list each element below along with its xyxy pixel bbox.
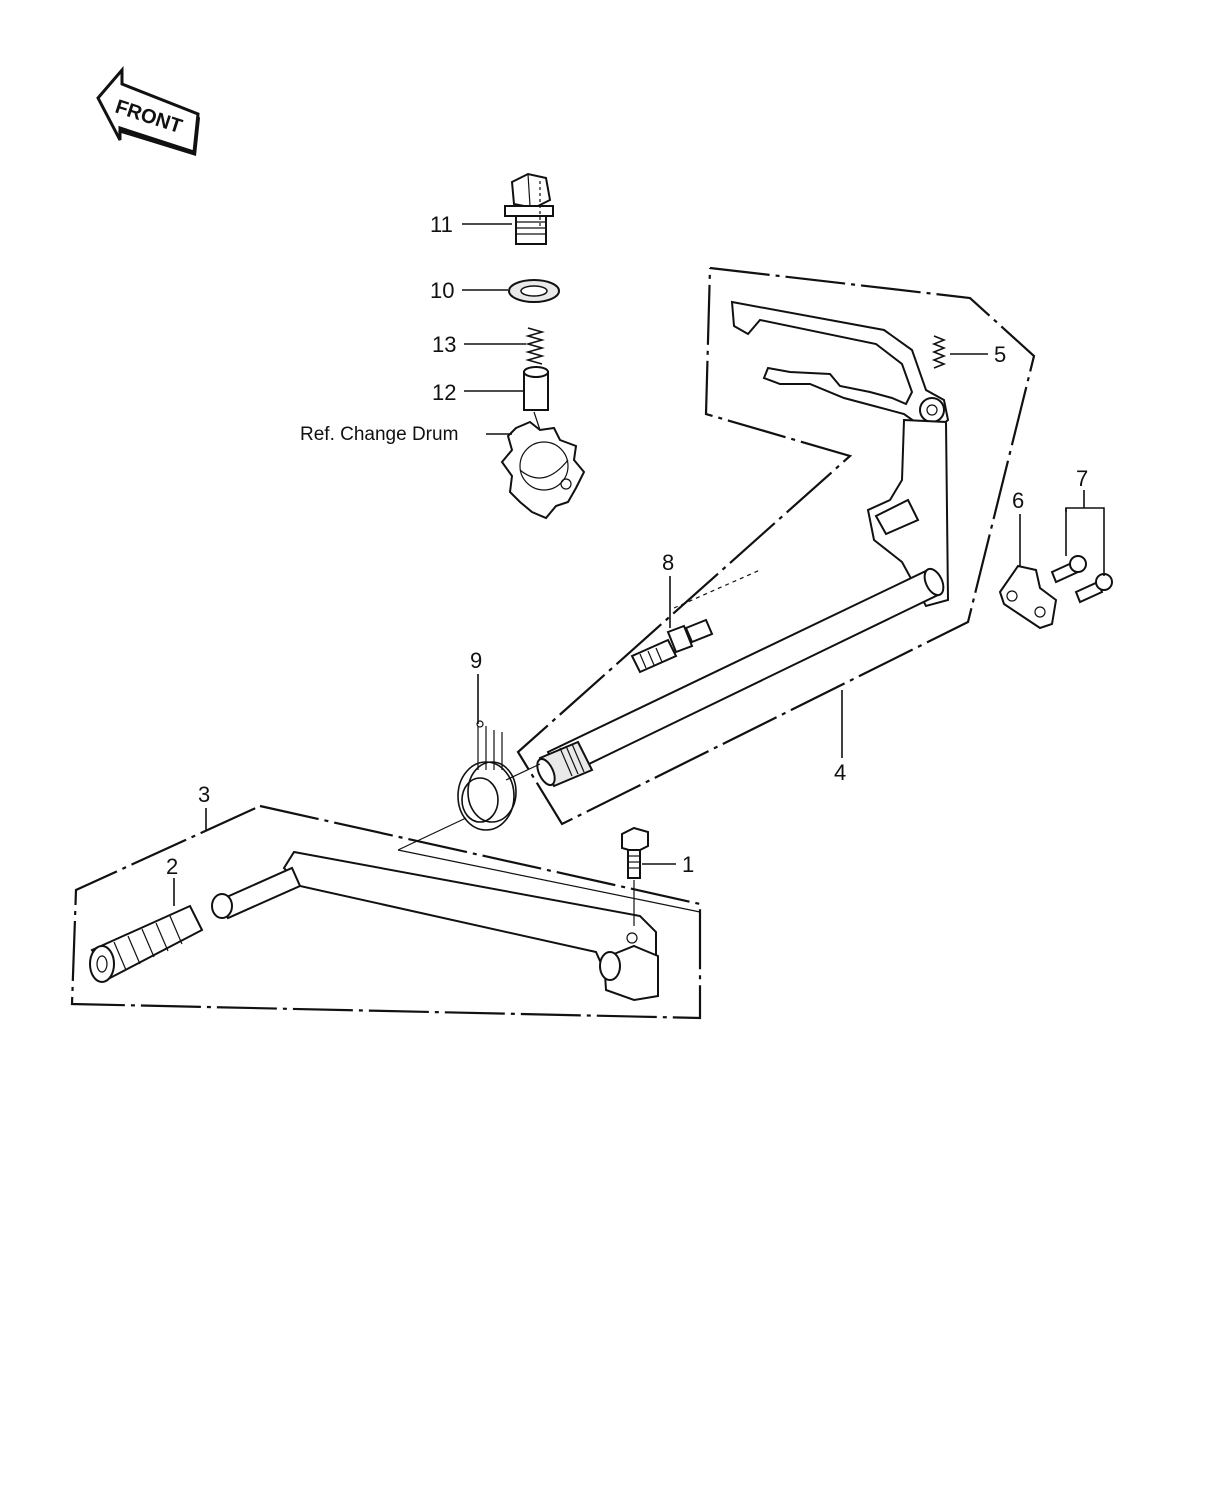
callout-11: 11 <box>430 212 453 237</box>
front-arrow-badge: FRONT <box>96 65 200 156</box>
callout-13: 13 <box>432 332 456 357</box>
part-6-plate <box>998 564 1058 630</box>
callout-leaders <box>173 223 1105 906</box>
callout-7: 7 <box>1076 466 1088 491</box>
part-3-shift-pedal <box>211 850 659 1002</box>
part-11-drain-bolt <box>504 172 554 245</box>
part-13-spring <box>525 327 545 365</box>
callout-3: 3 <box>198 782 210 807</box>
callout-6: 6 <box>1012 488 1024 513</box>
callout-12: 12 <box>432 380 456 405</box>
part-1-bolt <box>621 826 649 879</box>
part-12-pin <box>523 366 549 411</box>
part-5-spring <box>931 335 947 369</box>
group-4-boundary <box>516 266 1036 826</box>
callout-8: 8 <box>662 550 674 575</box>
reference-label: Ref. Change Drum <box>300 424 458 445</box>
part-4-shift-mechanism <box>536 300 950 788</box>
callout-1: 1 <box>682 852 694 877</box>
assembly-guide-lines <box>397 180 761 926</box>
callout-2: 2 <box>166 854 178 879</box>
callout-5: 5 <box>994 342 1006 367</box>
callout-10: 10 <box>430 278 454 303</box>
callout-4: 4 <box>834 760 846 785</box>
part-2-rubber <box>89 904 204 983</box>
callout-9: 9 <box>470 648 482 673</box>
group-3-boundary <box>70 804 702 1020</box>
part-8-stud-bolt <box>630 618 714 674</box>
change-drum-reference <box>500 420 586 520</box>
part-7-bolts <box>1050 555 1113 604</box>
part-9-return-spring <box>457 720 517 831</box>
